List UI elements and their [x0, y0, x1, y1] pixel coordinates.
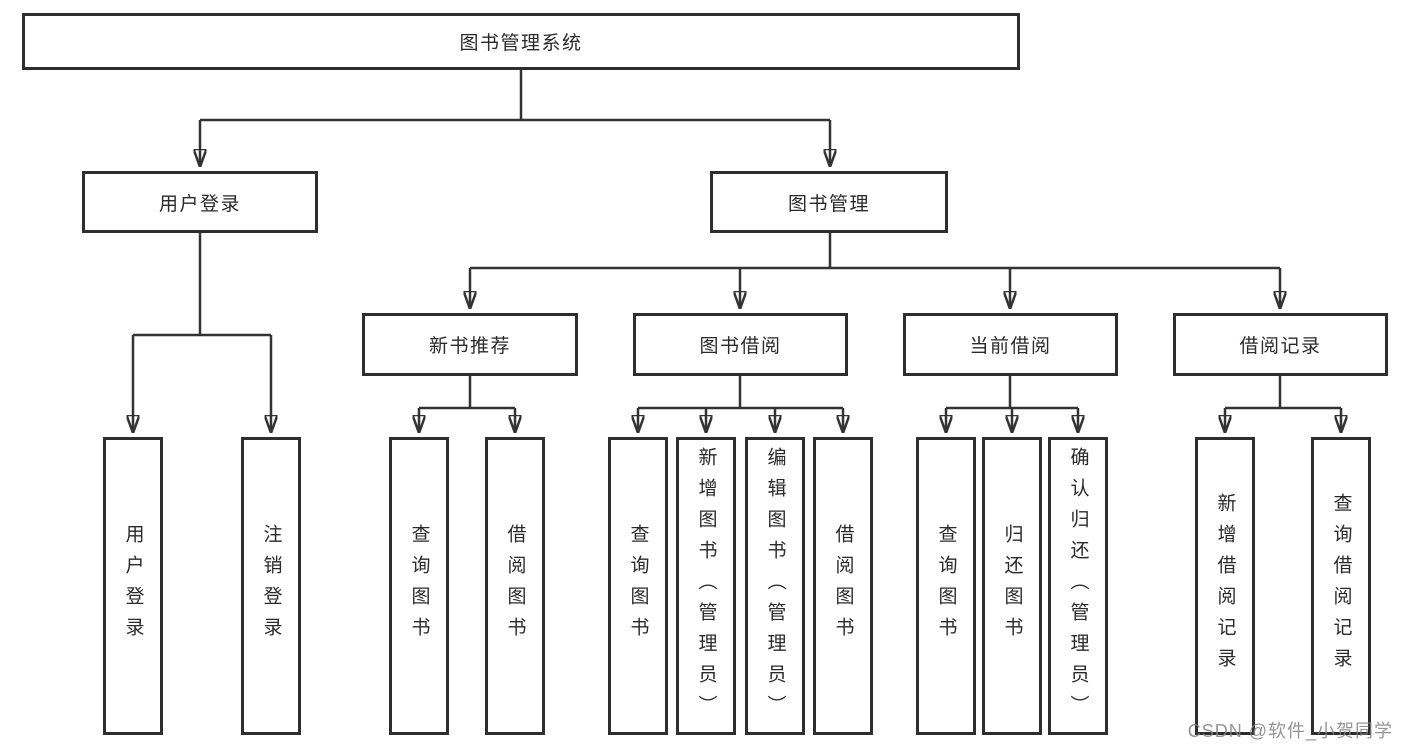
node-label: 查询图书 [627, 524, 649, 648]
node-label: 借阅记录 [1239, 336, 1322, 357]
node-book-management: 图书管理 [710, 171, 948, 233]
connector-current-borrow-trunk [946, 376, 1078, 410]
node-leaf-user-login: 用户登录 [103, 437, 163, 735]
node-leaf-return-books: 归还图书 [982, 437, 1042, 735]
node-label: 编辑图书（管理员） [764, 446, 786, 726]
connector-borrow-record-trunk [1225, 376, 1341, 410]
node-library-management-system: 图书管理系统 [22, 13, 1020, 70]
node-label: 查询借阅记录 [1330, 493, 1352, 679]
node-leaf-borrow-books: 借阅图书 [813, 437, 873, 735]
node-label: 图书借阅 [699, 336, 782, 357]
node-label: 新书推荐 [428, 336, 511, 357]
node-leaf-query-borrow-record: 查询借阅记录 [1311, 437, 1371, 735]
node-label: 用户登录 [158, 193, 241, 215]
node-leaf-borrow-books: 借阅图书 [485, 437, 545, 735]
node-leaf-query-books: 查询图书 [916, 437, 976, 735]
node-leaf-logout: 注销登录 [241, 437, 301, 735]
node-label: 查询图书 [935, 524, 957, 648]
node-leaf-add-books-admin: 新增图书（管理员） [676, 437, 736, 735]
node-new-book-recommendation: 新书推荐 [362, 313, 578, 376]
node-leaf-add-borrow-record: 新增借阅记录 [1195, 437, 1255, 735]
node-label: 归还图书 [1001, 524, 1023, 648]
node-label: 注销登录 [260, 524, 282, 648]
node-label: 查询图书 [408, 524, 430, 648]
node-current-borrowing: 当前借阅 [903, 313, 1118, 376]
node-label: 用户登录 [122, 524, 144, 648]
node-label: 确认归还（管理员） [1067, 446, 1089, 726]
node-label: 当前借阅 [969, 336, 1052, 357]
node-label: 图书管理 [787, 193, 870, 215]
node-label: 借阅图书 [832, 524, 854, 648]
connector-user-login-trunk [133, 233, 271, 337]
connector-book-mgmt-trunk [470, 233, 1280, 270]
node-leaf-query-books: 查询图书 [608, 437, 668, 735]
node-leaf-query-books: 查询图书 [389, 437, 449, 735]
node-leaf-confirm-return-admin: 确认归还（管理员） [1048, 437, 1108, 735]
connector-new-book-trunk [419, 376, 515, 410]
connector-book-borrow-trunk [638, 376, 843, 410]
csdn-watermark: CSDN @软件_小贺同学 [1187, 721, 1393, 741]
node-label: 借阅图书 [504, 524, 526, 648]
node-label: 新增图书（管理员） [695, 446, 717, 726]
node-label: 新增借阅记录 [1214, 493, 1236, 679]
node-book-borrowing: 图书借阅 [633, 313, 848, 376]
node-leaf-edit-books-admin: 编辑图书（管理员） [745, 437, 805, 735]
node-borrowing-records: 借阅记录 [1173, 313, 1388, 376]
node-label: 图书管理系统 [459, 33, 583, 54]
node-user-login: 用户登录 [82, 171, 318, 233]
connector-root-trunk [200, 70, 830, 122]
